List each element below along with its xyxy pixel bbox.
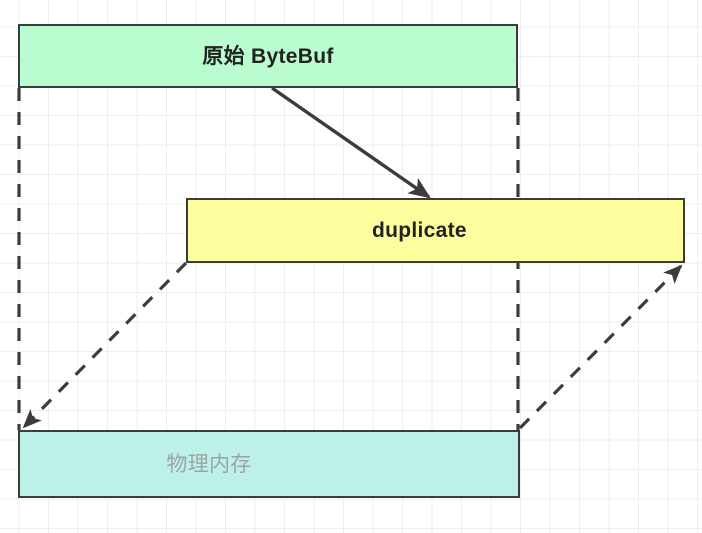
node-original-bytebuf[interactable]: 原始 ByteBuf xyxy=(18,24,518,88)
edge-original-to-duplicate xyxy=(271,86,431,199)
edge-memory-right-to-duplicate-right xyxy=(518,264,683,430)
node-duplicate[interactable]: duplicate xyxy=(186,198,685,263)
node-physical-memory-label: 物理内存 xyxy=(166,452,252,476)
node-duplicate-label: duplicate xyxy=(372,219,467,242)
node-physical-memory[interactable]: 物理内存 xyxy=(18,430,520,498)
node-original-bytebuf-label: 原始 ByteBuf xyxy=(202,44,334,68)
edge-duplicate-left-to-memory-left xyxy=(22,261,188,429)
